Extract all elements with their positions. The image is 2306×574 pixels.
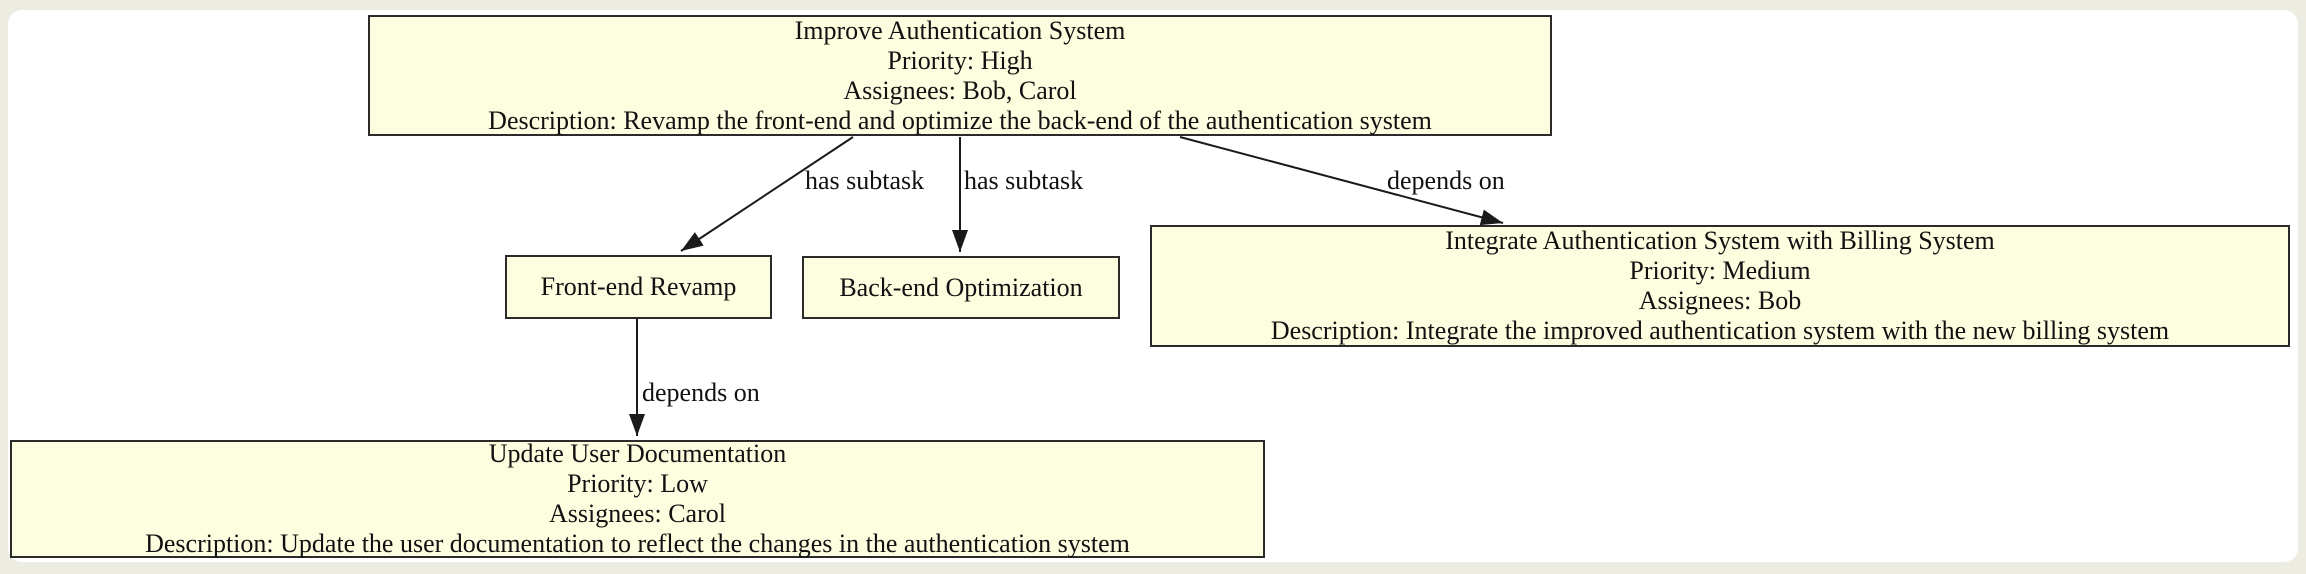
edge-label-depends-on-update: depends on: [642, 378, 760, 407]
node-assignees: Assignees: Bob: [1638, 286, 1802, 315]
node-assignees: Assignees: Bob, Carol: [843, 75, 1077, 105]
edge-label-has-subtask-frontend: has subtask: [805, 166, 925, 195]
node-description: Description: Update the user documentati…: [145, 529, 1130, 558]
edge-improve-frontend: [680, 136, 854, 252]
node-title: Integrate Authentication System with Bil…: [1445, 226, 1995, 255]
node-front-end-revamp: Front-end Revamp: [505, 255, 772, 319]
node-priority: Priority: Medium: [1629, 256, 1811, 285]
edge-label-depends-on-integrate: depends on: [1387, 166, 1505, 195]
node-back-end-optimization: Back-end Optimization: [802, 256, 1120, 319]
node-priority: Priority: High: [887, 45, 1033, 75]
node-update-user-documentation: Update User Documentation Priority: Low …: [10, 439, 1265, 558]
node-title: Improve Authentication System: [794, 15, 1126, 45]
node-description: Description: Revamp the front-end and op…: [488, 105, 1432, 135]
node-title: Update User Documentation: [488, 439, 787, 468]
node-integrate-authentication-billing: Integrate Authentication System with Bil…: [1150, 225, 2290, 347]
node-improve-authentication-system: Improve Authentication System Priority: …: [368, 15, 1552, 136]
node-description: Description: Integrate the improved auth…: [1270, 316, 2170, 345]
edge-improve-integrate: [1179, 136, 1504, 226]
node-title: Back-end Optimization: [839, 272, 1083, 302]
node-title: Front-end Revamp: [540, 272, 737, 301]
edge-label-has-subtask-backend: has subtask: [964, 166, 1084, 195]
node-priority: Priority: Low: [567, 469, 708, 498]
node-assignees: Assignees: Carol: [549, 499, 726, 528]
